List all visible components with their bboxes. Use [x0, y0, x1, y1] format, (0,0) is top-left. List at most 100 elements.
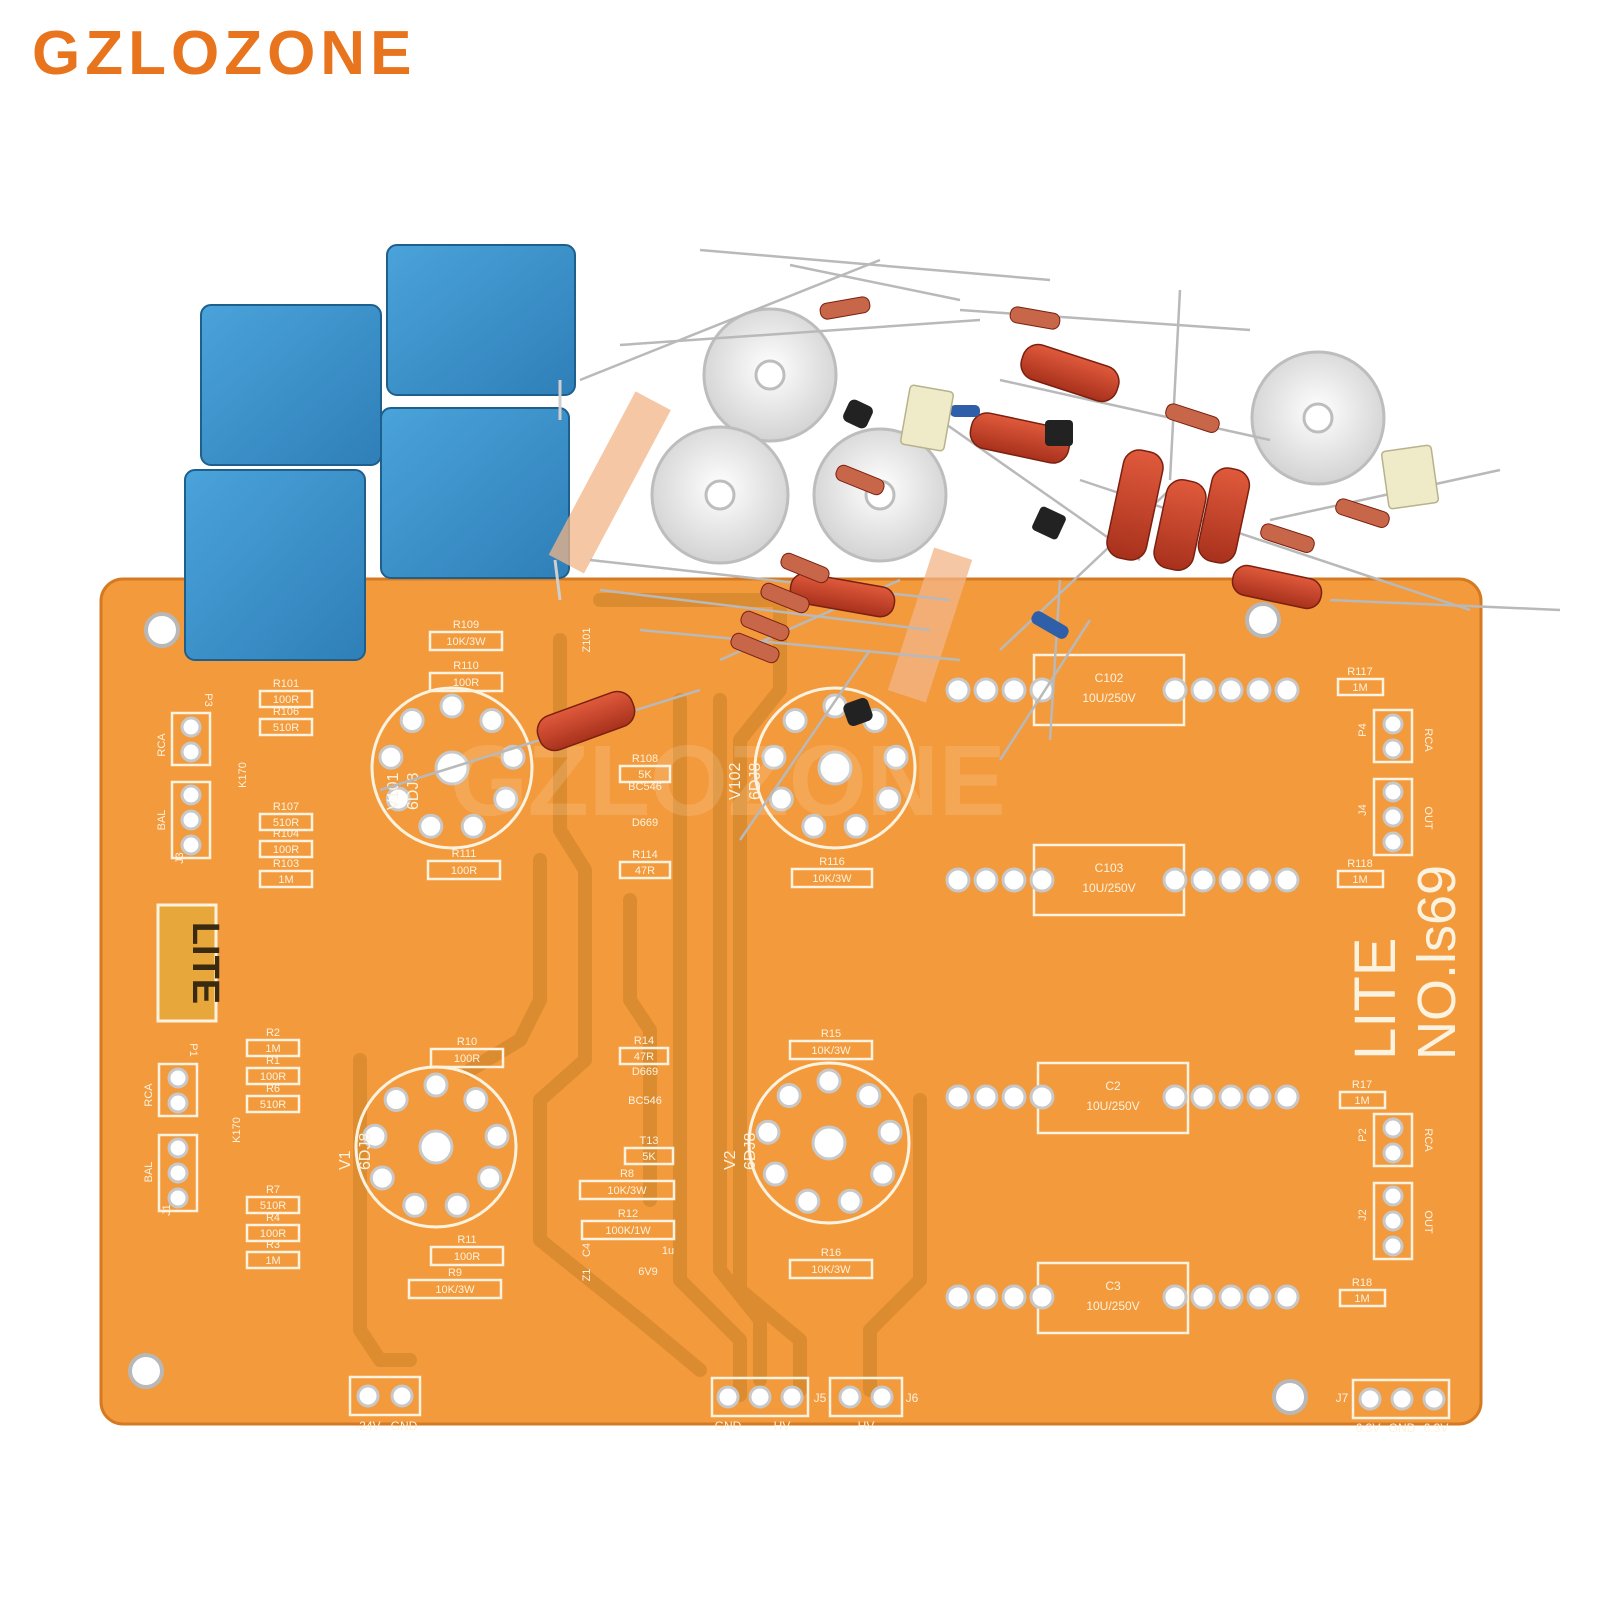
ref-c3: C3 — [1105, 1279, 1121, 1293]
val-r18: 1M — [1354, 1293, 1369, 1305]
solder-pad — [1382, 713, 1404, 735]
solder-pad — [484, 1123, 510, 1149]
solder-pad — [1246, 1284, 1272, 1310]
val-r4: 100R — [260, 1228, 286, 1240]
solder-pad — [460, 813, 486, 839]
solder-pad — [1382, 1210, 1404, 1232]
solder-pad — [973, 1084, 999, 1110]
solder-pad — [167, 1187, 189, 1209]
val-r6: 510R — [260, 1099, 286, 1111]
ref-c102: C102 — [1095, 671, 1124, 685]
val-r106: 510R — [273, 722, 299, 734]
label-bc546-bottom: BC546 — [628, 1095, 662, 1107]
ref-r9: R9 — [448, 1267, 462, 1279]
solder-pad — [1382, 806, 1404, 828]
ref-r18: R18 — [1352, 1277, 1372, 1289]
solder-pad — [780, 1385, 804, 1409]
ref-r12: R12 — [618, 1208, 638, 1220]
ref-r118: R118 — [1347, 858, 1372, 870]
solder-pad — [477, 1165, 503, 1191]
solder-pad — [1162, 1284, 1188, 1310]
label-gnd-right: GND — [1389, 1421, 1416, 1435]
label-t13: T13 — [640, 1135, 659, 1147]
solder-pad — [801, 813, 827, 839]
label-k170-top: K170 — [237, 762, 249, 788]
ref-r116: R116 — [819, 856, 844, 868]
solder-pad — [1382, 831, 1404, 853]
solder-pad — [973, 867, 999, 893]
val-r3: 1M — [265, 1255, 280, 1267]
solder-pad — [761, 744, 787, 770]
tube-label-v1: V1 — [337, 1150, 354, 1170]
ref-r7: R7 — [266, 1184, 280, 1196]
solder-pad — [716, 1385, 740, 1409]
solder-pad — [423, 1072, 449, 1098]
label-z1: Z1 — [581, 1269, 593, 1282]
solder-pad — [479, 708, 505, 734]
solder-pad — [870, 1161, 896, 1187]
label-j1: J1 — [161, 1204, 173, 1216]
label-d669-bottom: D669 — [632, 1066, 658, 1078]
solder-pad — [1382, 1117, 1404, 1139]
tube-label-v2: V2 — [722, 1150, 739, 1170]
ref-r106: R106 — [273, 706, 299, 718]
label-bal-j3: BAL — [156, 810, 168, 831]
val-r107: 510R — [273, 817, 299, 829]
solder-pad — [838, 1385, 862, 1409]
tube-sockets — [650, 307, 1386, 565]
label-rca-p4: RCA — [1422, 728, 1434, 752]
solder-pad — [1246, 1084, 1272, 1110]
label-hv-1: HV — [774, 1419, 791, 1433]
ref-r11: R11 — [457, 1234, 476, 1246]
ref-r6: R6 — [266, 1083, 280, 1095]
val-r10: 100R — [454, 1053, 480, 1065]
ref-r104: R104 — [273, 828, 299, 840]
val-r16: 10K/3W — [811, 1264, 851, 1276]
solder-pad — [383, 1087, 409, 1113]
solder-pad — [876, 786, 902, 812]
solder-pad — [180, 784, 202, 806]
solder-pad — [1422, 1387, 1446, 1411]
solder-pad — [1029, 1284, 1055, 1310]
ref-r2: R2 — [266, 1027, 280, 1039]
solder-pad — [463, 1087, 489, 1113]
solder-pad — [167, 1162, 189, 1184]
solder-pad — [945, 1284, 971, 1310]
label-p4: P4 — [1357, 723, 1369, 736]
solder-pad — [180, 716, 202, 738]
val-r104: 100R — [273, 844, 299, 856]
ref-r1: R1 — [266, 1055, 280, 1067]
solder-pad — [362, 1123, 388, 1149]
label-d669-top: D669 — [632, 817, 658, 829]
label-c4-value: 1u — [662, 1245, 674, 1257]
ref-r109: R109 — [453, 619, 479, 631]
label-out-j4: OUT — [1422, 806, 1434, 830]
solder-pad — [1218, 867, 1244, 893]
label-hv-2: HV — [858, 1419, 875, 1433]
solder-pad — [167, 1137, 189, 1159]
film-capacitors — [184, 244, 576, 661]
solder-pad — [1382, 1185, 1404, 1207]
label-z101: Z101 — [581, 627, 593, 652]
val-r7: 510R — [260, 1200, 286, 1212]
solder-pad — [180, 741, 202, 763]
solder-pad — [1190, 1084, 1216, 1110]
solder-pad — [399, 708, 425, 734]
label-j5: J5 — [814, 1391, 827, 1405]
ref-r16: R16 — [821, 1247, 841, 1259]
solder-pad — [167, 1067, 189, 1089]
solder-pad — [418, 813, 444, 839]
solder-pad — [776, 1083, 802, 1109]
board-name-line1: LITE — [1343, 938, 1408, 1061]
loose-resistors — [379, 248, 1561, 841]
label-p2: P2 — [1357, 1128, 1369, 1141]
solder-pad — [782, 708, 808, 734]
ref-r3: R3 — [266, 1239, 280, 1251]
val-c103: 10U/250V — [1082, 881, 1135, 895]
ref-r15: R15 — [821, 1028, 841, 1040]
solder-pad — [1274, 1084, 1300, 1110]
solder-pad — [762, 1161, 788, 1187]
solder-pad — [768, 786, 794, 812]
val-r116: 10K/3W — [812, 873, 852, 885]
